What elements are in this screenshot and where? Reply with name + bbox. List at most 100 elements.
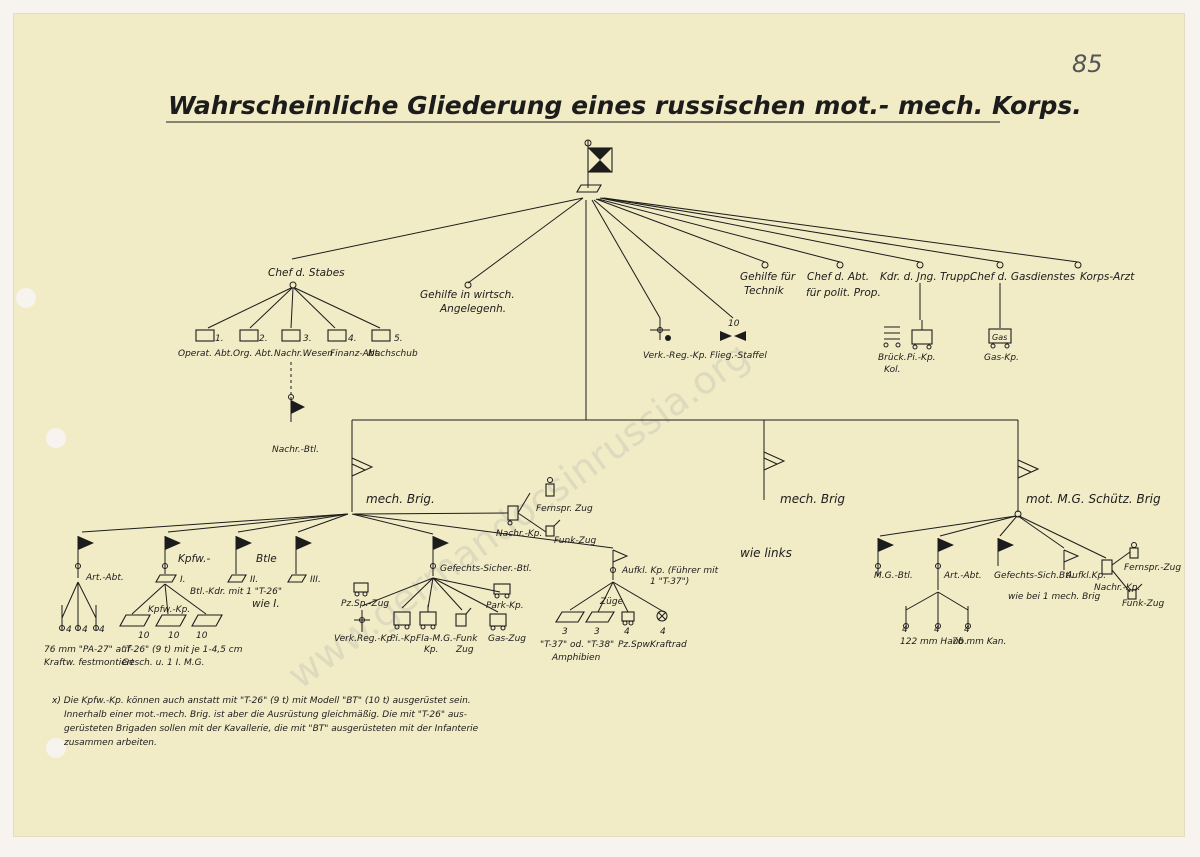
gas-icon-text: Gas <box>992 333 1007 342</box>
right-art-count: 4 <box>902 625 908 635</box>
t26-note-2: Gesch. u. 1 I. M.G. <box>122 658 204 668</box>
tank-company-icon <box>119 614 223 627</box>
kpfw-kp-label: Kpfw.-Kp. <box>148 605 190 615</box>
gun-icon <box>903 606 971 629</box>
btl-kdr-note-1: Btl.-Kdr. mit 1 "T-26" <box>190 587 282 597</box>
footnote-line-2: Innerhalb einer mot.-mech. Brig. ist abe… <box>64 710 467 720</box>
department-num: 3. <box>303 334 312 344</box>
btle-label: Btle <box>256 553 277 565</box>
aufkl-flag-icon <box>1063 549 1080 570</box>
amphibian-tank-icon <box>555 611 615 623</box>
haub-label: 122 mm Haub. <box>900 637 967 647</box>
telephone-icon <box>545 477 555 497</box>
art-note-1: 76 mm "PA-27" auf <box>44 645 132 655</box>
wie-links-label: wie links <box>740 546 792 560</box>
chef-polit-node <box>836 261 844 269</box>
gas-truck-icon: Gas <box>988 328 1012 349</box>
mg-brig-label: mot. M.G. Schütz. Brig <box>1026 492 1161 506</box>
korps-connector-lines <box>291 197 1079 420</box>
motorcycle-icon <box>656 610 668 622</box>
armored-car-icon <box>621 611 635 626</box>
kol-label: Kol. <box>884 365 900 375</box>
art-count: 4 <box>99 625 105 635</box>
chef-polit-label-2: für polit. Prop. <box>806 287 881 299</box>
funk-zug-label: Funk-Zug <box>554 536 597 546</box>
tank-count: 10 <box>168 631 180 641</box>
brigade-pennant-icon <box>763 451 786 471</box>
right-art-count: 4 <box>934 625 940 635</box>
chef-gas-label: Chef d. Gasdienstes <box>970 271 1076 283</box>
kpfw-kp-lines <box>131 583 207 615</box>
nachr-btl-label: Nachr.-Btl. <box>272 445 319 455</box>
korps-arzt-node <box>1074 261 1082 269</box>
department-5: 5. Nachschub <box>368 329 418 359</box>
mg-btl-label: M.G.-Btl. <box>874 571 913 581</box>
bridge-column-icon <box>883 326 901 348</box>
department-label: Org. Abt. <box>233 349 273 359</box>
chef-polit-label: Chef d. Abt. <box>807 271 869 283</box>
aufkl-count: 3 <box>562 627 568 637</box>
footnote-line-1: x) Die Kpfw.-Kp. können auch anstatt mit… <box>51 696 471 706</box>
park-kp-label: Park-Kp. <box>486 601 524 611</box>
aufkl-kp-flag-icon <box>610 549 629 580</box>
punch-hole <box>46 428 66 448</box>
aufkl-kp-lines <box>569 581 665 613</box>
stabes-connector-lines <box>207 287 381 329</box>
department-4: 4. Finanz-Abt. <box>327 329 381 359</box>
page-title: Wahrscheinliche Gliederung eines russisc… <box>168 91 1082 120</box>
gef-sich-flag-icon <box>997 538 1014 566</box>
fla-mg-kp-label: Fla-M.G.- <box>416 634 456 644</box>
kpfw-btl-flag-icon <box>227 536 252 583</box>
gehilfe-wirtsch-label: Gehilfe in wirtsch. <box>420 289 515 301</box>
gef-sicher-flag-icon <box>430 536 449 576</box>
verk-reg-kp-icon <box>650 318 671 341</box>
right-art-abt-label: Art.-Abt. <box>943 571 982 581</box>
brigade-pennant-icon <box>351 457 374 477</box>
mg-btl-flag-icon <box>875 538 894 576</box>
art-note-2: Kraftw. festmontiert <box>44 658 134 668</box>
mg-brig-node <box>1014 510 1022 518</box>
pioneer-truck-icon <box>393 611 411 630</box>
department-num: 1. <box>215 334 224 344</box>
department-num: 5. <box>394 334 403 344</box>
kpfw-label: Kpfw.- <box>178 553 211 565</box>
art-count: 4 <box>82 625 88 635</box>
gun-icon <box>59 605 99 631</box>
kan-label: 76 mm Kan. <box>952 637 1006 647</box>
wie-bei-label: wie bei 1 mech. Brig <box>1008 592 1101 602</box>
left-art-abt-label: Art.-Abt. <box>85 573 124 583</box>
gehilfe-technik-label: Gehilfe für <box>740 271 796 283</box>
traffic-icon <box>354 610 370 632</box>
mech-brig-2-label: mech. Brig <box>780 492 845 506</box>
footnote-line-3: gerüsteten Brigaden sollen mit der Kaval… <box>64 724 479 734</box>
telephone-icon <box>1129 542 1139 559</box>
aufkl-count: 3 <box>594 627 600 637</box>
right-gef-sich-label: Gefechts-Sich.Btl. <box>994 571 1074 581</box>
btl-roman-2: II. <box>250 575 258 585</box>
aufkl-count: 4 <box>624 627 630 637</box>
aufkl-count: 4 <box>660 627 666 637</box>
kpfw-btl-flag-icon <box>155 536 181 583</box>
art-abt-flag-icon <box>75 536 94 578</box>
flieg-staffel-count: 10 <box>728 319 740 329</box>
pz-sp-zug-label: Pz.Sp.-Zug <box>341 599 389 609</box>
gehilfe-technik-node <box>761 261 769 269</box>
fernspr-zug-label: Fernspr. Zug <box>536 504 593 514</box>
t37-label-2: Amphibien <box>551 653 601 663</box>
tank-count: 10 <box>196 631 208 641</box>
btl-roman-3: III. <box>310 575 321 585</box>
left-brigade-connector-lines <box>81 512 614 549</box>
department-3: 3. Nachr.Wesen <box>274 329 333 359</box>
chef-stabes-label: Chef d. Stabes <box>268 267 345 279</box>
department-1: 1. Operat. Abt. <box>178 329 233 359</box>
korps-arzt-label: Korps-Arzt <box>1080 271 1135 283</box>
department-label: Finanz-Abt. <box>330 349 381 359</box>
right-aufkl-label: Aufkl.Kp. <box>1065 571 1106 581</box>
pi-kp-label-2: Pi.-Kp. <box>390 634 419 644</box>
aufkl-kp-label: Aufkl. Kp. (Führer mit <box>621 566 719 576</box>
btl-kdr-note-2: wie I. <box>252 598 280 610</box>
punch-hole <box>16 288 36 308</box>
gef-sicher-lines <box>361 577 501 613</box>
nachr-btl-flag-icon <box>288 394 305 422</box>
department-num: 2. <box>259 334 268 344</box>
